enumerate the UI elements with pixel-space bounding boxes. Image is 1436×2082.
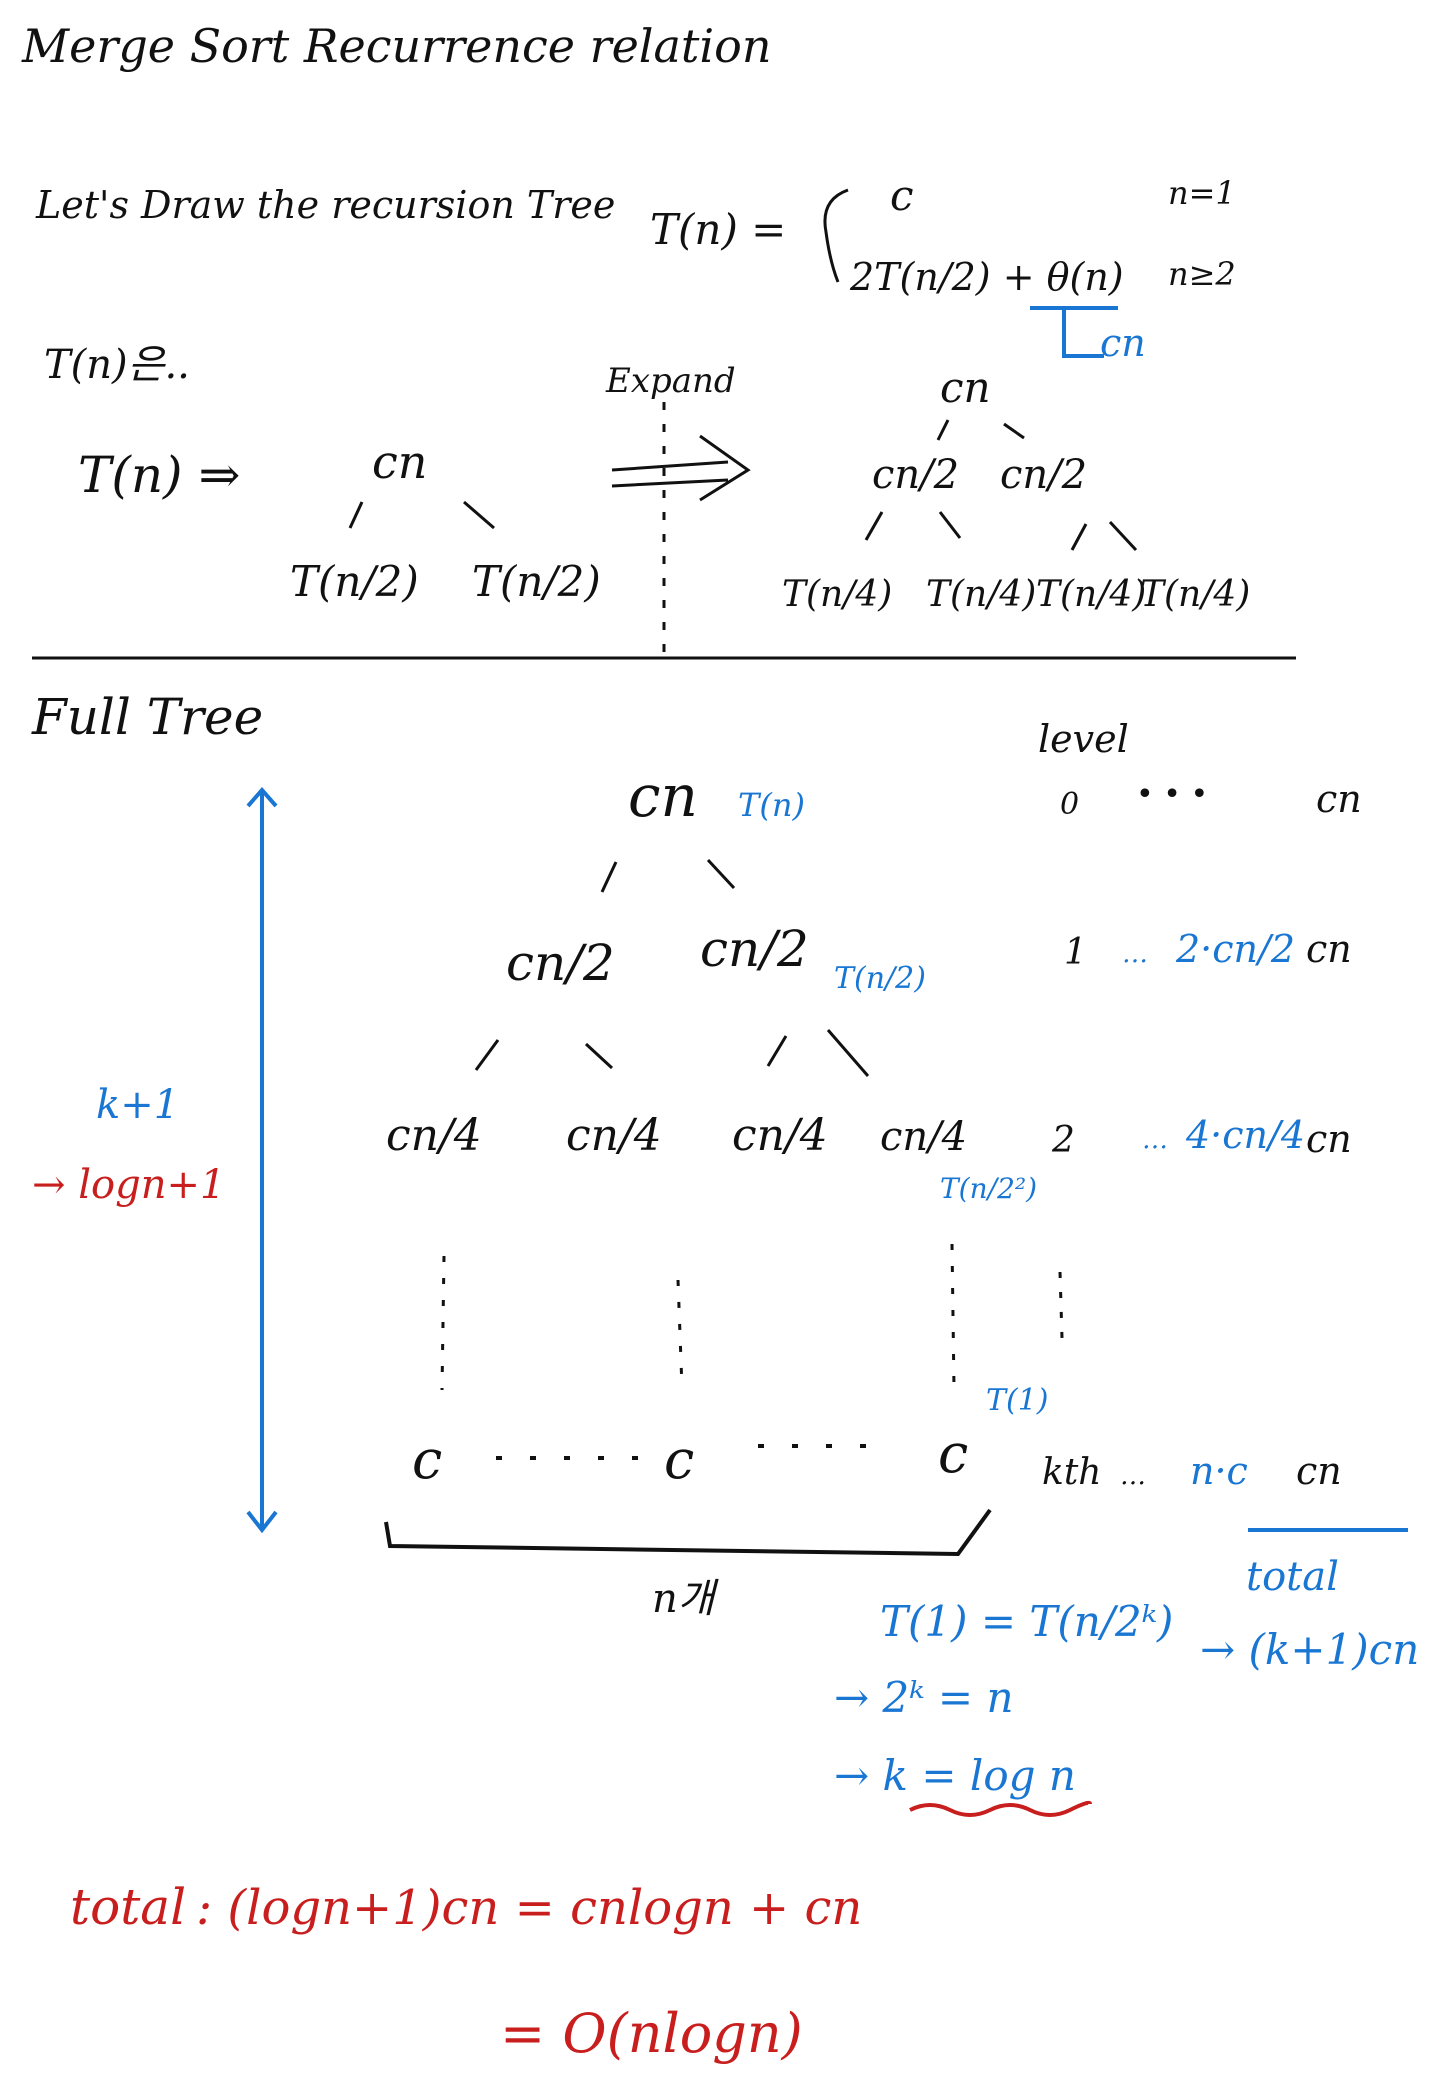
- intro-text: Let's Draw the recursion Tree: [35, 183, 615, 227]
- tree-level2-4: cn/4: [880, 1114, 967, 1160]
- recurrence-case2-cond: n≥2: [1168, 255, 1236, 293]
- tree-dots-left: [440, 1255, 446, 1391]
- tree-edge-l1-a: [474, 1039, 500, 1071]
- level-dots: [1058, 1271, 1064, 1339]
- height-arrow-top-head: [246, 786, 278, 808]
- tree-edge-l1-c: [766, 1035, 788, 1067]
- expanded-edge-4: [1108, 520, 1138, 552]
- tree-level2-note: T(n/2²): [940, 1172, 1037, 1205]
- derivation-wavy-underline: [909, 1800, 1092, 1817]
- expanded-level2-2: T(n/4): [926, 574, 1036, 615]
- level-cost-1: cn: [1306, 927, 1352, 971]
- derivation-line-2: → 2ᵏ = n: [834, 1673, 1014, 1722]
- level-ellipsis-0: • • •: [1136, 777, 1208, 812]
- tree-level1-right: cn/2: [700, 920, 809, 978]
- level-index-k: kth: [1042, 1452, 1101, 1493]
- expand-child-right: T(n/2): [472, 557, 601, 606]
- expanded-root: cn: [940, 363, 991, 412]
- expanded-edge-2: [938, 511, 962, 539]
- tree-leaf-2: c: [664, 1428, 694, 1491]
- expand-edge-left: [348, 501, 364, 529]
- level-cost-expr-2: 4·cn/4: [1185, 1113, 1305, 1157]
- tree-root: cn: [628, 762, 698, 830]
- tree-edge-l1-d: [826, 1029, 870, 1077]
- tree-edge-root-left: [600, 861, 618, 893]
- leaf-count-brace: [384, 1508, 992, 1557]
- level-index-0: 0: [1060, 787, 1079, 822]
- level-cost-k: cn: [1296, 1449, 1342, 1493]
- expanded-level2-3: T(n/4): [1036, 574, 1146, 615]
- recurrence-case1-cond: n=1: [1168, 174, 1236, 212]
- theta-underline-bracket: [1030, 306, 1118, 358]
- derivation-line-1: T(1) = T(n/2ᵏ): [880, 1597, 1173, 1646]
- level-ellipsis-1: …: [1122, 939, 1148, 969]
- recurrence-brace: [823, 188, 849, 283]
- expanded-level2-4: T(n/4): [1140, 574, 1250, 615]
- level-ellipsis-2: …: [1142, 1125, 1168, 1155]
- tree-level2-2: cn/4: [566, 1110, 662, 1161]
- level-index-1: 1: [1064, 932, 1087, 973]
- level-cost-expr-1: 2·cn/2: [1175, 927, 1295, 971]
- expanded-edge-3: [1070, 523, 1088, 551]
- expanded-level2-1: T(n/4): [782, 574, 892, 615]
- tree-level2-1: cn/4: [386, 1110, 482, 1161]
- expand-lhs: T(n) ⇒: [78, 446, 240, 504]
- level-cost-2: cn: [1306, 1117, 1352, 1161]
- theta-note: cn: [1100, 321, 1146, 365]
- conclusion-expr-1: : (logn+1)cn = cnlogn + cn: [196, 1880, 862, 1936]
- tree-edge-root-right: [706, 858, 736, 890]
- expanded-edge-r0: [1003, 422, 1025, 440]
- expanded-edge-1: [864, 511, 884, 541]
- conclusion-expr-2: = O(nlogn): [500, 2002, 803, 2065]
- conclusion-label: total: [70, 1878, 186, 1936]
- full-tree-heading: Full Tree: [31, 688, 263, 746]
- tree-root-note: T(n): [738, 786, 805, 824]
- expand-child-left: T(n/2): [290, 557, 419, 606]
- level-column-header: level: [1038, 717, 1129, 761]
- tree-level2-3: cn/4: [732, 1110, 828, 1161]
- height-result: → logn+1: [32, 1162, 225, 1208]
- height-label: k+1: [96, 1082, 179, 1128]
- tree-edge-l1-b: [584, 1042, 614, 1070]
- expand-arrow: [611, 434, 751, 502]
- expand-section-label: T(n)은..: [44, 342, 190, 388]
- level-ellipsis-k: …: [1120, 1461, 1146, 1491]
- tree-leaf-note: T(1): [986, 1383, 1049, 1418]
- tree-level1-note: T(n/2): [834, 961, 926, 996]
- tree-leaf-3: c: [938, 1422, 968, 1485]
- expanded-level1-right: cn/2: [1000, 452, 1087, 498]
- tree-leaf-1: c: [412, 1428, 442, 1491]
- tree-level1-left: cn/2: [506, 934, 615, 992]
- recurrence-lhs: T(n) =: [650, 205, 786, 254]
- page-title: Merge Sort Recurrence relation: [21, 19, 771, 73]
- expand-root: cn: [372, 435, 427, 489]
- recurrence-case2-expr: 2T(n/2) + θ(n): [849, 255, 1124, 299]
- level-cost-0: cn: [1316, 777, 1362, 821]
- recurrence-case1-expr: c: [890, 171, 914, 220]
- total-value: → (k+1)cn: [1200, 1625, 1419, 1674]
- leaf-count: n개: [652, 1576, 719, 1622]
- expanded-edge-l0: [936, 419, 950, 441]
- tree-dots-right: [950, 1243, 956, 1389]
- tree-dots-mid: [676, 1279, 684, 1389]
- expanded-level1-left: cn/2: [872, 452, 959, 498]
- level-index-2: 2: [1051, 1120, 1075, 1161]
- derivation-line-3: → k = log n: [834, 1751, 1076, 1800]
- expand-arrow-label: Expand: [605, 361, 736, 401]
- total-label: total: [1246, 1554, 1339, 1600]
- height-arrow-bottom-head: [246, 1510, 278, 1534]
- expand-edge-right: [463, 500, 495, 530]
- level-cost-expr-k: n·c: [1190, 1449, 1248, 1493]
